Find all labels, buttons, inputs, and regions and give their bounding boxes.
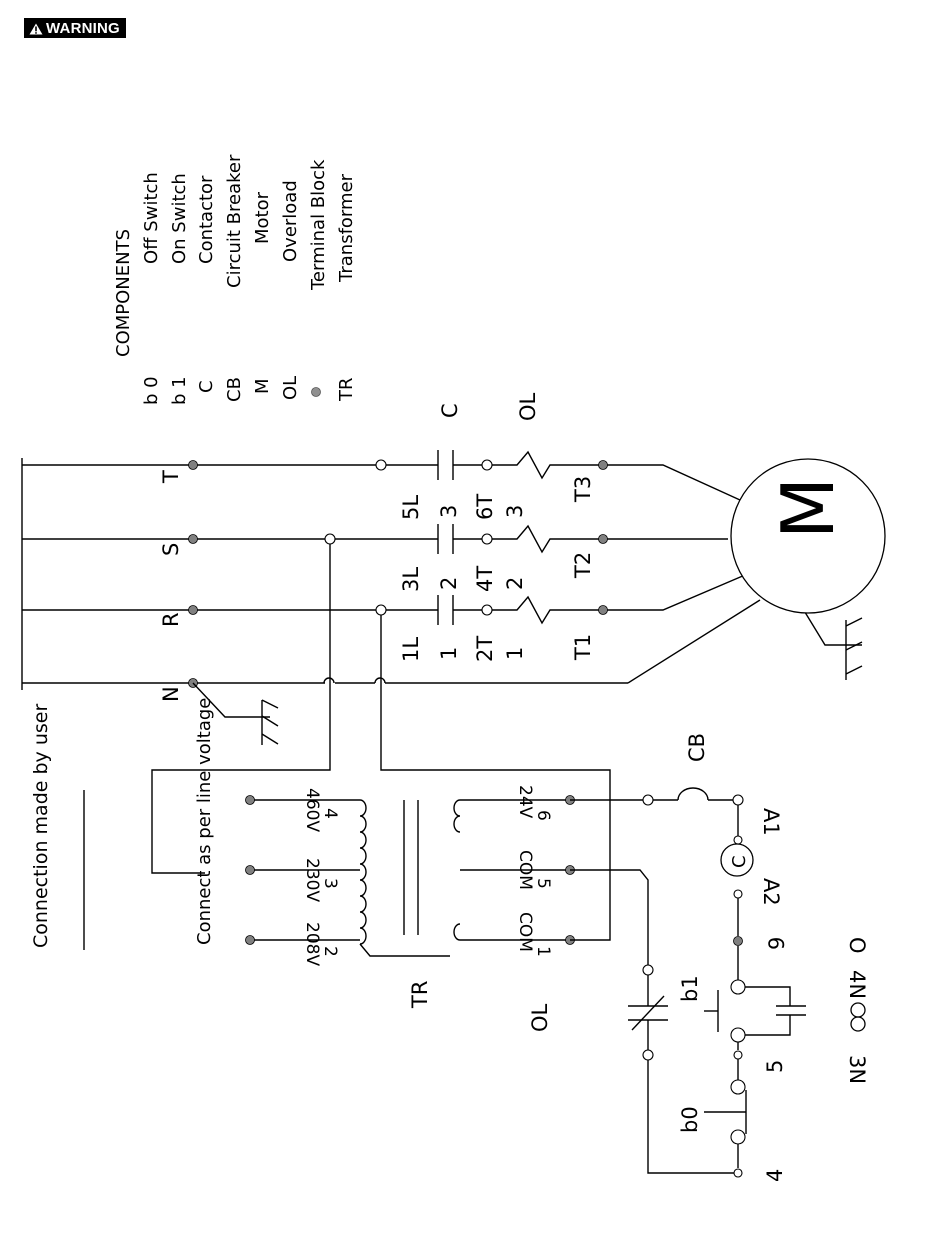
tr-term-2: 2 <box>320 946 340 957</box>
power-lines <box>21 450 761 690</box>
control-ol-label: OL <box>528 1003 552 1032</box>
tr-com1-label: COM <box>515 912 535 952</box>
aux-link-symbol <box>850 1002 866 1032</box>
legend-name-7: Transformer <box>336 173 357 283</box>
contactor-main-contacts <box>437 450 454 625</box>
pole1-line-label: 1L <box>399 637 423 662</box>
aux-o-label: O <box>845 937 869 954</box>
tr-com5-label: COM <box>515 850 535 890</box>
components-heading: COMPONENTS <box>113 229 134 357</box>
pole2-load-label: 4T <box>473 566 497 592</box>
pole1-load-num: 1 <box>503 647 527 660</box>
motor-circle <box>730 458 886 614</box>
legend-code-2: C <box>196 380 217 393</box>
coil-label: C <box>729 855 750 868</box>
transformer-label: TR <box>408 981 432 1009</box>
legend-code-7: TR <box>336 377 357 402</box>
motor-label: M <box>766 477 850 539</box>
transformer-primary <box>245 795 450 957</box>
tr-term-5: 5 <box>533 878 553 889</box>
cb-label: CB <box>685 733 709 762</box>
user-connection-note: Connection made by user <box>30 704 85 950</box>
warning-label: WARNING <box>46 20 120 37</box>
line-terminals <box>188 459 608 688</box>
transformer-secondary <box>453 795 649 970</box>
tr-term-1: 1 <box>533 946 553 957</box>
user-note-text: Connection made by user <box>30 704 52 948</box>
legend-name-5: Overload <box>280 180 301 262</box>
pole3-load-num: 3 <box>503 505 527 518</box>
coil-circle <box>720 843 754 877</box>
aux-4n-label: 4N <box>845 970 869 999</box>
warning-triangle-icon <box>29 23 43 34</box>
control-labels: CB OL C A1 A2 9 5 4 b1 b0 3N 4N O <box>528 733 869 1182</box>
tr-term-6: 6 <box>533 810 553 821</box>
pole3-line-label: 5L <box>399 495 423 520</box>
line-label-n: N <box>159 686 183 702</box>
control-circuit <box>628 787 806 1178</box>
b1-label: b1 <box>678 975 702 1002</box>
ground-motor <box>799 603 863 680</box>
pole3-num: 3 <box>437 505 461 518</box>
pole3-load-label: 6T <box>473 494 497 520</box>
transformer-feeds <box>151 544 611 874</box>
terminal-4-label: 4 <box>763 1169 787 1182</box>
tr-230v-label: 230V <box>302 858 322 902</box>
line-labels: T S R N <box>159 470 183 702</box>
legend-code-3: CB <box>224 377 245 402</box>
b0-label: b0 <box>678 1106 702 1133</box>
line-label-s: S <box>159 543 183 556</box>
tr-208v-label: 208V <box>302 922 322 966</box>
a2-label: A2 <box>759 878 783 906</box>
pole1-num: 1 <box>437 647 461 660</box>
legend-code-5: OL <box>280 376 301 400</box>
aux-3n-label: 3N <box>845 1055 869 1084</box>
terminal-5-label: 5 <box>763 1060 787 1073</box>
legend-name-4: Motor <box>252 191 273 244</box>
legend-name-6: Terminal Block <box>308 159 329 291</box>
tr-term-4: 4 <box>320 808 340 819</box>
line-voltage-note: Connect as per line voltage <box>194 698 215 945</box>
pole2-line-label: 3L <box>399 567 423 592</box>
legend-name-1: On Switch <box>169 173 190 264</box>
tr-24v-label: 24V <box>515 785 535 819</box>
a1-label: A1 <box>759 808 783 836</box>
line-label-r: R <box>159 612 183 627</box>
pole2-load-num: 2 <box>503 577 527 590</box>
motor-terminal-t1: T1 <box>571 634 595 661</box>
legend-code-0: b 0 <box>141 376 162 405</box>
legend-name-3: Circuit Breaker <box>224 154 245 288</box>
pole1-load-label: 2T <box>473 636 497 662</box>
transformer-labels: 460V 230V 208V 4 3 2 24V COM COM 6 5 1 <box>302 785 553 966</box>
legend-name-2: Contactor <box>196 175 217 264</box>
line-label-t: T <box>159 470 183 484</box>
components-legend: COMPONENTS Off Switch On Switch Contacto… <box>113 154 357 405</box>
motor-terminal-t2: T2 <box>571 552 595 579</box>
tr-term-3: 3 <box>320 878 340 889</box>
motor-terminal-t3: T3 <box>571 476 595 503</box>
legend-code-1: b 1 <box>169 376 190 405</box>
pole2-num: 2 <box>437 577 461 590</box>
overload-label: OL <box>516 392 540 421</box>
warning-badge: WARNING <box>24 18 126 38</box>
ground-n <box>192 682 279 745</box>
terminal-9-label: 9 <box>765 937 789 950</box>
tr-460v-label: 460V <box>302 788 322 832</box>
legend-code-4: M <box>252 378 273 394</box>
legend-name-0: Off Switch <box>141 172 162 264</box>
terminal-dot-icon <box>311 387 321 397</box>
contactor-labels: C OL 5L 3 6T 3 3L 2 4T 2 1L 1 2T 1 T3 T2… <box>399 392 595 662</box>
contactor-label: C <box>438 403 462 418</box>
